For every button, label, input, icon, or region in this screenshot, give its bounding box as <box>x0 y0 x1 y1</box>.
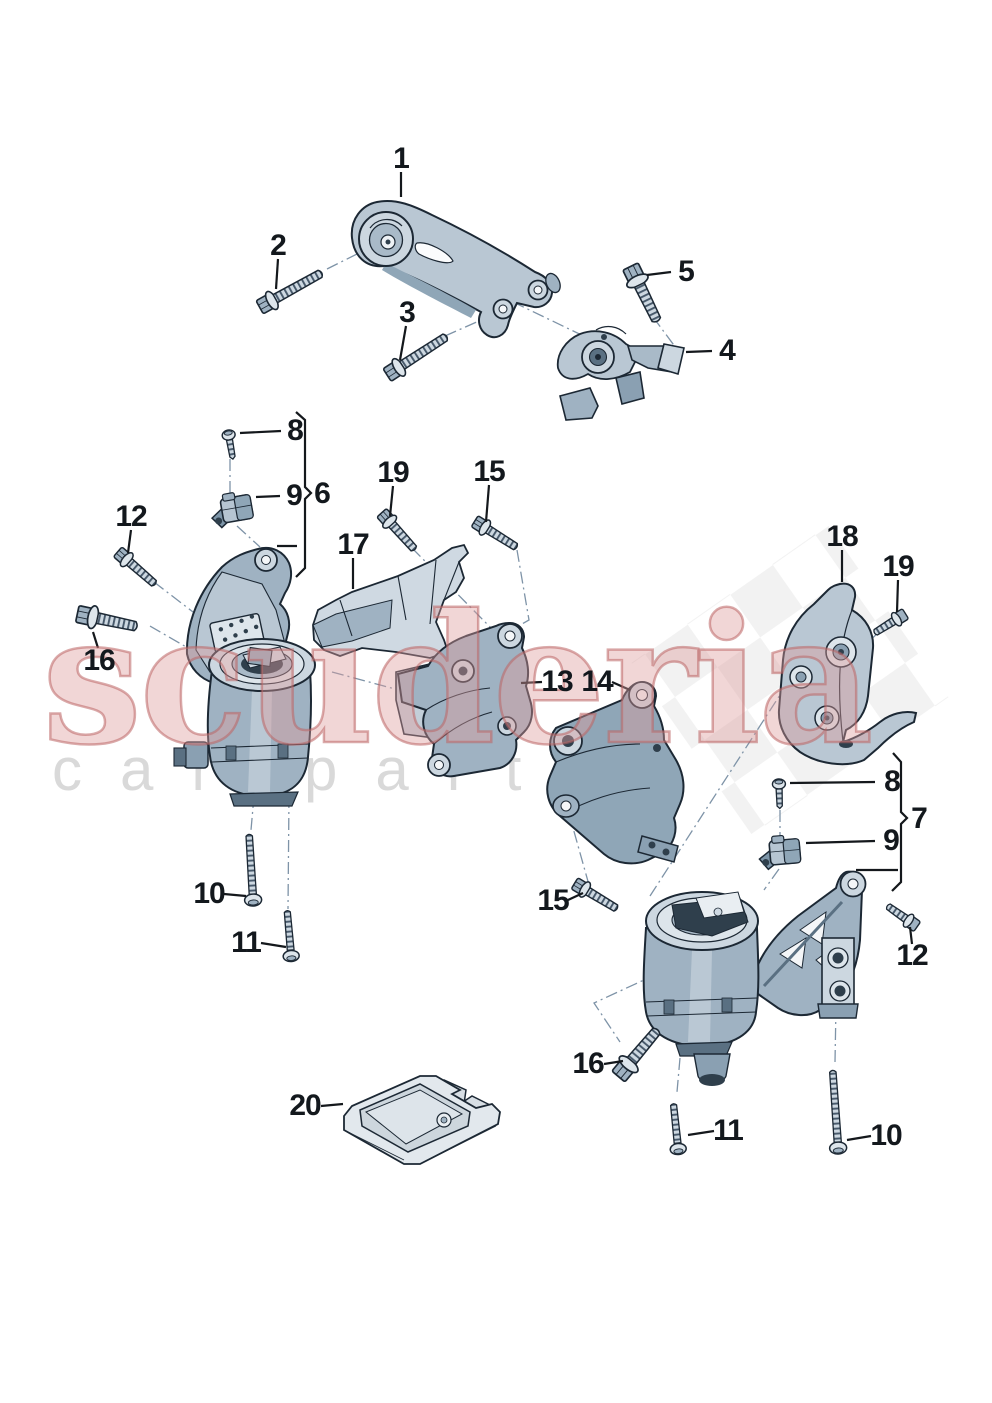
bolt-5 <box>619 260 669 328</box>
bolt-16-right <box>608 1021 668 1085</box>
screw-8-left <box>220 428 241 461</box>
part-20-control-module <box>343 1075 501 1165</box>
part-7-engine-mount-right <box>642 870 867 1086</box>
part-17-heat-shield <box>312 543 470 659</box>
part-1-torque-arm <box>350 200 561 339</box>
bolt-15-left <box>469 513 522 556</box>
part-18-heat-shield <box>777 582 918 766</box>
clamp-9-left <box>207 489 256 530</box>
clamp-9-right <box>756 833 803 871</box>
bolt-11-right <box>664 1102 688 1157</box>
bolt-10-right <box>823 1069 848 1156</box>
part-6-engine-mount-left <box>173 546 316 807</box>
bolt-3 <box>380 327 453 385</box>
group-bracket-6 <box>295 411 313 578</box>
bolt-2 <box>253 263 328 317</box>
bolt-19-left <box>374 506 422 557</box>
watermark-brand: scuderia <box>42 575 870 784</box>
part-4-support-bracket <box>556 325 685 421</box>
bolt-11-left <box>278 909 301 963</box>
bolt-12-right <box>882 898 923 934</box>
part-14-support-bracket <box>546 680 685 865</box>
part-13-support-bracket <box>395 621 533 778</box>
callout-lines <box>91 172 914 1142</box>
group-bracket-7 <box>891 752 909 892</box>
